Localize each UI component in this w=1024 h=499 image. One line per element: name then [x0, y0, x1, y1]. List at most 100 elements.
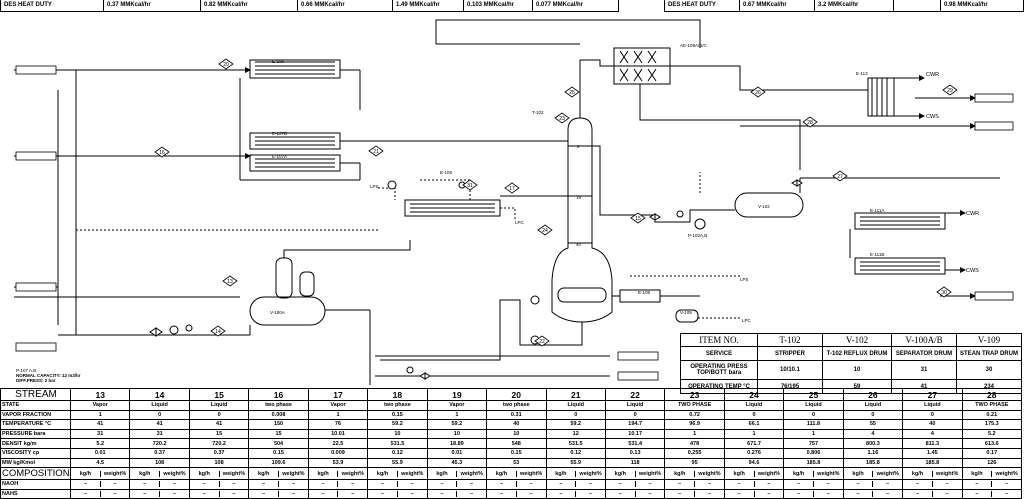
component-cell: –– — [69, 479, 131, 490]
v102-drum — [734, 192, 804, 218]
property-value: 811.3 — [902, 438, 963, 449]
component-weight: – — [648, 491, 652, 498]
bottoms-line — [380, 299, 583, 361]
component-kgh: – — [844, 491, 874, 498]
tray-label: 2 — [577, 144, 580, 149]
unit-weight: weight% — [282, 470, 305, 477]
property-value: 76 — [307, 419, 369, 430]
property-value: 1 — [426, 409, 488, 421]
component-cell: –– — [248, 488, 309, 499]
component-weight: – — [529, 481, 533, 488]
component-kgh: – — [725, 481, 755, 488]
stream-number: 26 — [842, 388, 904, 401]
component-kgh: – — [666, 491, 696, 498]
property-value: 1 — [783, 428, 844, 440]
v109-label: V-109 — [680, 310, 692, 315]
duty-label: DES HEAT DUTY — [665, 0, 740, 11]
property-value: 185.8 — [902, 457, 963, 469]
component-kgh: – — [428, 481, 458, 488]
property-value: Liquid — [723, 400, 785, 411]
property-value: 45.3 — [426, 457, 488, 469]
property-value: 0.15 — [486, 447, 547, 459]
e105-label: E-105 — [440, 170, 453, 175]
stream-tag-label: 17 — [509, 186, 515, 192]
duty-label: DES HEAT DUTY — [1, 0, 104, 11]
lps-label: LPS — [370, 184, 379, 189]
unit-weight: weight% — [341, 470, 364, 477]
property-value: 150 — [248, 419, 309, 430]
component-weight: – — [826, 491, 830, 498]
stream-tag-label: 24 — [542, 228, 548, 234]
stream-tag-label: 28 — [807, 120, 813, 126]
stream-tag — [154, 146, 170, 158]
property-value: 111.8 — [783, 419, 844, 430]
component-kgh: – — [547, 481, 577, 488]
stream-tag — [942, 84, 958, 96]
component-weight: – — [707, 481, 711, 488]
component-weight: – — [351, 491, 355, 498]
component-cell: –– — [188, 479, 250, 490]
stream-tag-label: 29 — [947, 88, 953, 94]
component-cell: –– — [367, 479, 428, 490]
unit-kgh: kg/h — [963, 470, 993, 477]
property-value: 0.37 — [129, 447, 190, 459]
component-kgh: – — [131, 491, 161, 498]
stream-tag-label: 25 — [569, 90, 575, 96]
item-cell: 10 — [822, 360, 892, 380]
property-value: 10.01 — [307, 428, 369, 440]
component-cell: –– — [307, 488, 369, 499]
stream-tag-label: 14 — [215, 329, 221, 335]
property-value: 59.2 — [426, 419, 488, 430]
component-kgh: – — [309, 491, 339, 498]
stream-tag-label: 16 — [159, 150, 165, 156]
component-weight: – — [351, 481, 355, 488]
property-label: TEMPERATURE °C — [0, 419, 71, 430]
property-label: DENSIT kg/m — [0, 438, 71, 449]
item-cell: T-102 REFLUX DRUM — [822, 346, 892, 361]
component-kgh: – — [72, 481, 101, 488]
e111a-shell — [854, 212, 946, 230]
component-weight: – — [113, 491, 117, 498]
property-value: 613.6 — [961, 438, 1023, 449]
property-value: 0 — [129, 409, 190, 421]
duty-value: 0.37 MMKcal/hr — [104, 0, 201, 11]
p107-note: NORMAL CAPACITY: 12 m3/hr DIFF.PRESS: 2 … — [16, 373, 81, 383]
unit-kgh: kg/h — [309, 470, 339, 477]
e106-shell — [249, 59, 341, 79]
stream-number: 13 — [69, 388, 131, 401]
property-value: 22.5 — [307, 438, 369, 449]
property-value: 0.15 — [248, 447, 309, 459]
component-weight: – — [826, 481, 830, 488]
property-value: 0.17 — [961, 447, 1023, 459]
p102-label: P-102A,B — [688, 233, 707, 238]
property-value: 41 — [188, 419, 250, 430]
item-cell: 31 — [891, 360, 957, 380]
property-value: 671.7 — [723, 438, 785, 449]
property-value: 0.13 — [604, 447, 666, 459]
stream-tag — [554, 112, 570, 124]
e111a-label: E-111A — [870, 208, 884, 213]
stream-number: 23 — [664, 388, 725, 401]
property-value: 548 — [486, 438, 547, 449]
item-header: V-102 — [822, 333, 892, 347]
property-label: VAPOR FRACTION — [0, 409, 71, 421]
stream-number: 21 — [545, 388, 606, 401]
component-cell: –– — [248, 479, 309, 490]
property-value: 108 — [129, 457, 190, 469]
component-cell: –– — [545, 479, 606, 490]
unit-weight: weight% — [163, 470, 186, 477]
property-value: 15 — [188, 428, 250, 440]
component-kgh: – — [606, 491, 636, 498]
property-value: two phase — [367, 400, 428, 411]
component-kgh: – — [606, 481, 636, 488]
property-value: Liquid — [902, 400, 963, 411]
component-weight: – — [232, 491, 236, 498]
